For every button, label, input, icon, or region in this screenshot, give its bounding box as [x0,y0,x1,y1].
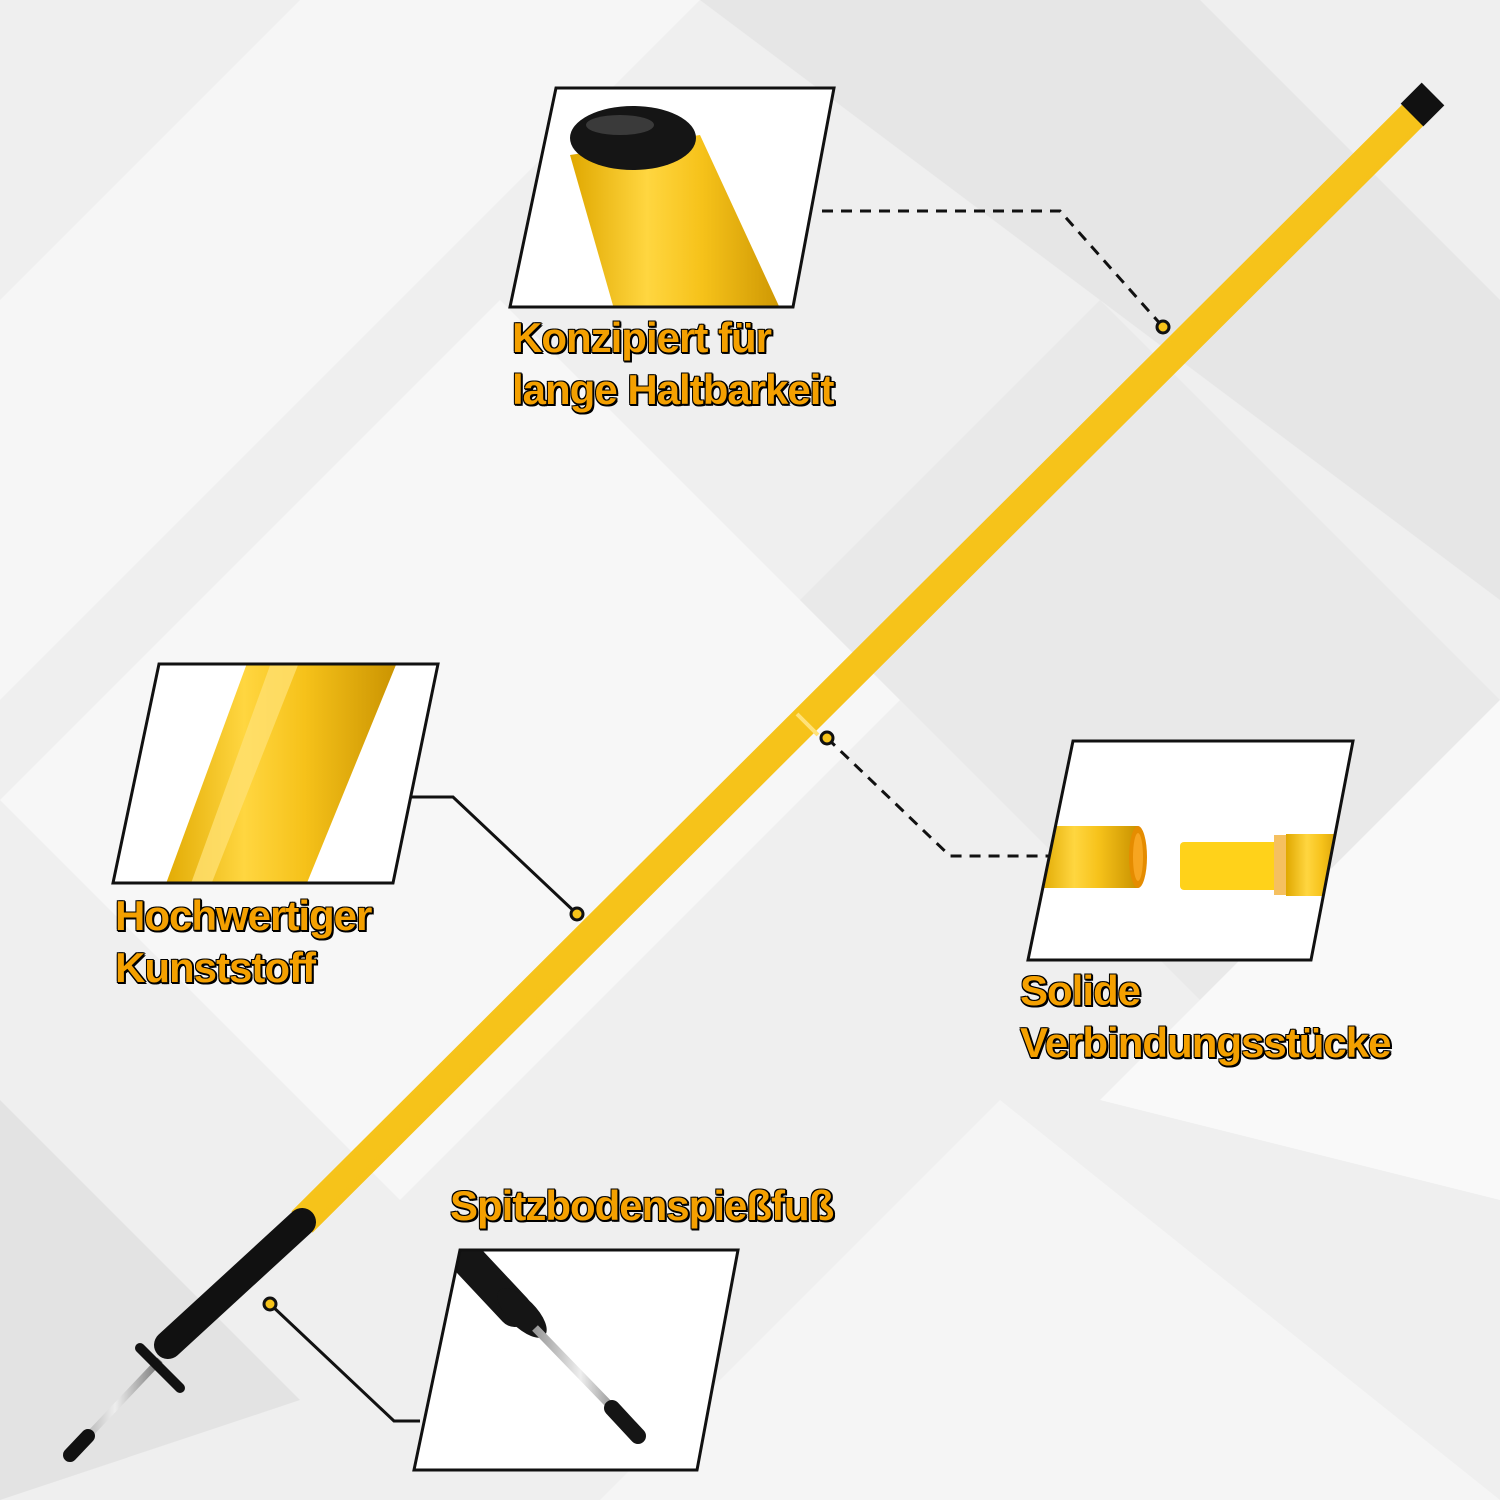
zoom-box-connectors [1026,739,1355,962]
callout-lines [268,209,1165,1423]
slalom-pole [63,82,1445,1462]
caption-spike-foot: Spitzbodenspießfuß [450,1180,834,1232]
zoom-box-material [111,662,440,885]
caption-durability-line1: Konzipiert für [512,314,772,361]
caption-connectors-line1: Solide [1020,967,1141,1014]
caption-material-line2: Kunststoff [115,944,316,991]
caption-connectors-line2: Verbindungsstücke [1020,1019,1391,1066]
callout-dots [262,319,1171,1312]
zoom-box-spike-foot [412,1248,740,1472]
zoom-box-end-cap [508,86,836,309]
caption-connectors: Solide Verbindungsstücke [1020,965,1391,1069]
caption-material: Hochwertiger Kunststoff [115,890,372,994]
caption-durability-line2: lange Haltbarkeit [512,366,834,413]
caption-material-line1: Hochwertiger [115,892,372,939]
caption-durability: Konzipiert für lange Haltbarkeit [512,312,834,416]
caption-spike-foot-line1: Spitzbodenspießfuß [450,1182,834,1229]
